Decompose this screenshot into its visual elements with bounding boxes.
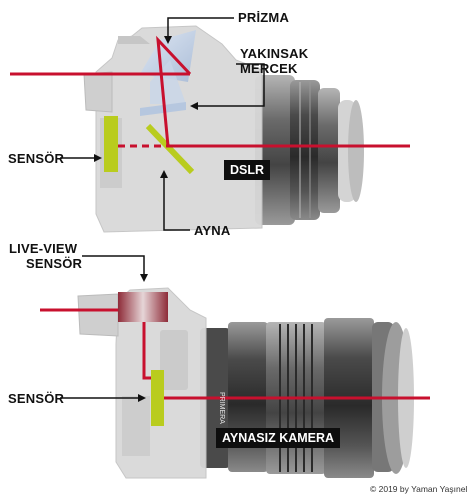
prism-label: PRİZMA	[238, 10, 290, 25]
dslr-light-path	[10, 35, 410, 148]
mirror-label: AYNA	[194, 223, 231, 238]
converging-lens	[140, 102, 186, 116]
dslr-sensor-label: SENSÖR	[8, 151, 65, 166]
mirrorless-sensor-label: SENSÖR	[8, 391, 65, 406]
converging-lens-label-line1: YAKINSAK	[240, 46, 309, 61]
copyright-credit: © 2019 by Yaman Yaşınel	[370, 484, 468, 494]
live-view-sensor-label-line2: SENSÖR	[26, 256, 83, 271]
dslr-callouts	[60, 17, 265, 231]
mirror	[145, 123, 195, 175]
converging-lens-label-line2: MERCEK	[240, 61, 298, 76]
mirrorless-sensor	[151, 370, 164, 426]
mirrorless-callouts	[60, 255, 148, 402]
dslr-sensor	[104, 116, 118, 172]
mirrorless-tag: AYNASIZ KAMERA	[216, 428, 341, 448]
live-view-sensor	[118, 292, 168, 322]
mirrorless-light-path	[40, 308, 430, 400]
dslr-lens	[255, 75, 364, 225]
prism	[140, 30, 196, 82]
mirrorless-camera	[40, 287, 430, 479]
dslr-camera	[10, 25, 410, 233]
live-view-sensor-label-line1: LIVE-VIEW	[9, 241, 78, 256]
dslr-tag: DSLR	[224, 160, 271, 180]
lens-marking-text: PRIMERA	[218, 392, 225, 424]
